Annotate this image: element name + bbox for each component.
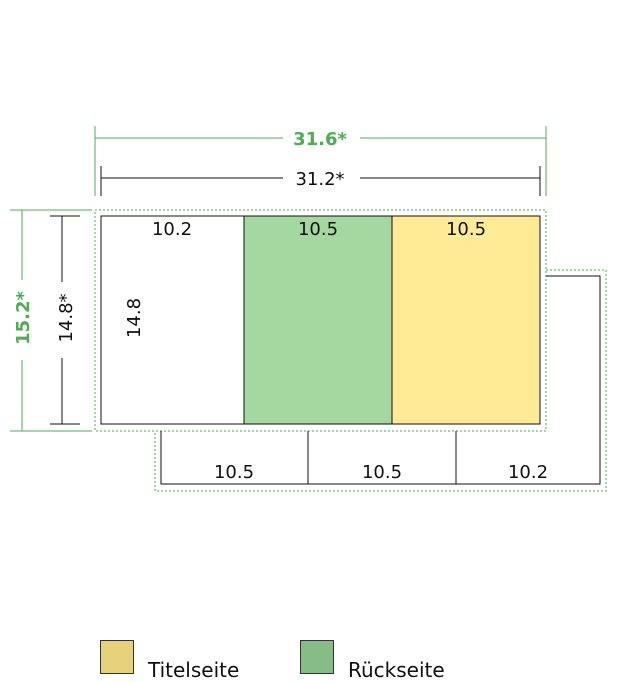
legend-swatch-back xyxy=(300,640,334,674)
inner-width-dimension: 31.2* xyxy=(100,166,541,196)
bottom-panel-label: 10.2 xyxy=(508,462,548,483)
panel-title-label: 10.5 xyxy=(446,219,486,240)
bottom-panel-label: 10.5 xyxy=(214,462,254,483)
panel-plain-label: 10.2 xyxy=(152,219,192,240)
legend-item-back: Rückseite xyxy=(300,640,445,682)
panel-title xyxy=(391,215,541,425)
panel-back-label: 10.5 xyxy=(298,219,338,240)
inner-width-label: 31.2* xyxy=(295,169,344,190)
legend-label-back: Rückseite xyxy=(348,658,445,682)
legend-item-title: Titelseite xyxy=(100,640,239,682)
bottom-flap-outline xyxy=(160,275,601,485)
panel-back xyxy=(243,215,393,425)
panel-plain xyxy=(100,215,245,425)
bottom-panel-label: 10.5 xyxy=(362,462,402,483)
outer-width-label: 31.6* xyxy=(293,129,347,150)
legend-label-title: Titelseite xyxy=(148,658,240,682)
spine-label: 14.8 xyxy=(124,298,145,338)
inner-height-dimension: 14.8* xyxy=(50,215,80,425)
flap-cut-outline xyxy=(154,269,607,492)
outer-height-dimension: 15.2* xyxy=(10,209,92,432)
inner-height-label: 14.8* xyxy=(56,293,77,342)
outer-height-label: 15.2* xyxy=(13,291,34,345)
top-cut-outline xyxy=(94,209,547,432)
legend-swatch-title xyxy=(100,640,134,674)
outer-width-dimension: 31.6* xyxy=(94,126,547,196)
